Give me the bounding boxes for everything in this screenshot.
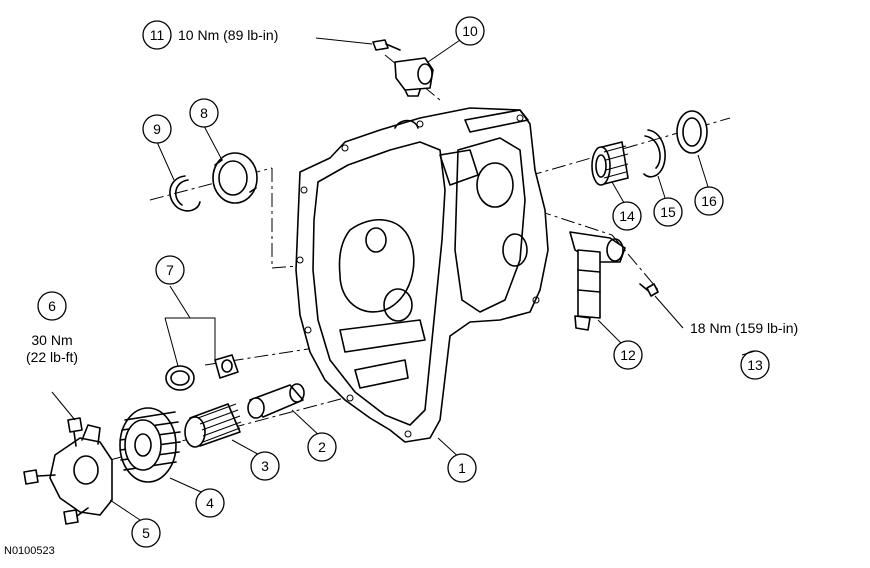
torque-label-11: 10 Nm (89 lb-in) <box>178 27 278 43</box>
snap-ring-15-part <box>643 129 666 178</box>
callout-11: 11 <box>142 20 172 50</box>
callout-3: 3 <box>250 451 280 481</box>
svg-text:8: 8 <box>200 105 208 121</box>
callout-15: 15 <box>653 197 683 227</box>
seal-8-part <box>212 152 258 204</box>
torque-label-6-line1: 30 Nm <box>31 332 72 348</box>
snap-ring-9-part <box>169 175 201 212</box>
callout-8: 8 <box>189 98 219 128</box>
svg-text:7: 7 <box>166 262 174 278</box>
callout-13: 13 <box>740 350 770 380</box>
transmission-case <box>295 107 549 443</box>
plug-7-part <box>165 354 239 391</box>
torque-label-13: 18 Nm (159 lb-in) <box>690 320 798 336</box>
seal-16-part <box>676 110 708 154</box>
svg-text:2: 2 <box>318 439 326 455</box>
needle-bearing-3-part <box>184 403 242 448</box>
speed-sensor-part <box>372 39 434 97</box>
housing-5-part <box>23 417 113 525</box>
callout-1: 1 <box>447 453 477 483</box>
figure-id: N0100523 <box>4 545 55 557</box>
svg-text:16: 16 <box>701 193 717 209</box>
callout-10: 10 <box>455 16 485 46</box>
callout-7: 7 <box>155 255 185 285</box>
svg-text:1: 1 <box>458 460 466 476</box>
svg-text:15: 15 <box>660 204 676 220</box>
svg-text:5: 5 <box>142 525 150 541</box>
svg-text:10: 10 <box>462 23 478 39</box>
callout-2: 2 <box>307 432 337 462</box>
torque-label-6-line2: (22 lb-ft) <box>26 349 78 365</box>
svg-text:12: 12 <box>620 347 636 363</box>
callout-16: 16 <box>694 186 724 216</box>
svg-text:6: 6 <box>48 298 56 314</box>
callout-6: 6 <box>37 291 67 321</box>
callouts: 1 2 3 4 5 6 7 8 9 10 11 12 13 14 15 16 <box>37 16 770 548</box>
svg-text:3: 3 <box>261 458 269 474</box>
svg-text:4: 4 <box>206 495 214 511</box>
callout-14: 14 <box>612 201 642 231</box>
callout-5: 5 <box>131 518 161 548</box>
svg-text:13: 13 <box>747 357 763 373</box>
sleeve-2-part <box>247 383 305 419</box>
actuator-12-part <box>569 231 659 331</box>
callout-9: 9 <box>142 114 172 144</box>
svg-text:11: 11 <box>150 27 165 43</box>
callout-12: 12 <box>613 340 643 370</box>
svg-text:9: 9 <box>153 121 161 137</box>
gear-4-part <box>119 407 181 483</box>
bearing-14-part <box>591 141 629 186</box>
svg-text:14: 14 <box>619 208 635 224</box>
leader-13 <box>741 350 756 356</box>
callout-4: 4 <box>195 488 225 518</box>
